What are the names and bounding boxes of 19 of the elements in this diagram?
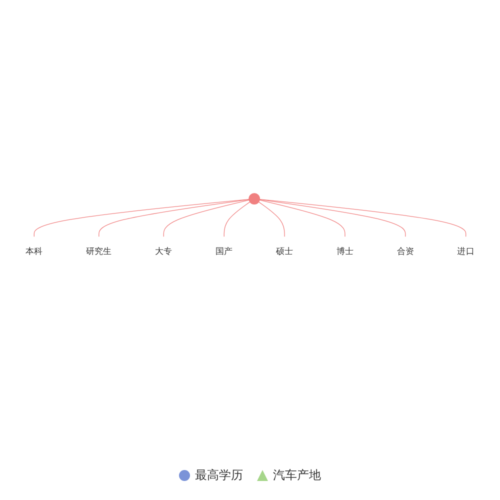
connector [163, 200, 250, 238]
connector [259, 200, 406, 238]
node-text: 研究生 [86, 246, 112, 256]
node-circle [248, 194, 260, 205]
connector [224, 202, 250, 238]
node-text: 进口 [457, 246, 474, 256]
connector [34, 199, 250, 238]
node-text: 合资 [396, 246, 414, 256]
node-text: 本科 [26, 246, 43, 256]
connector [258, 202, 285, 238]
connector [98, 200, 250, 238]
node-text: 大专 [155, 246, 172, 256]
node-text: 硕士 [276, 246, 294, 256]
legend-label: 最高学历 [195, 467, 243, 484]
connector [259, 199, 466, 238]
node-text: 国产 [215, 246, 233, 256]
node-text: 博士 [336, 246, 354, 256]
legend-label: 汽车产地 [273, 467, 321, 484]
connector [259, 200, 346, 238]
